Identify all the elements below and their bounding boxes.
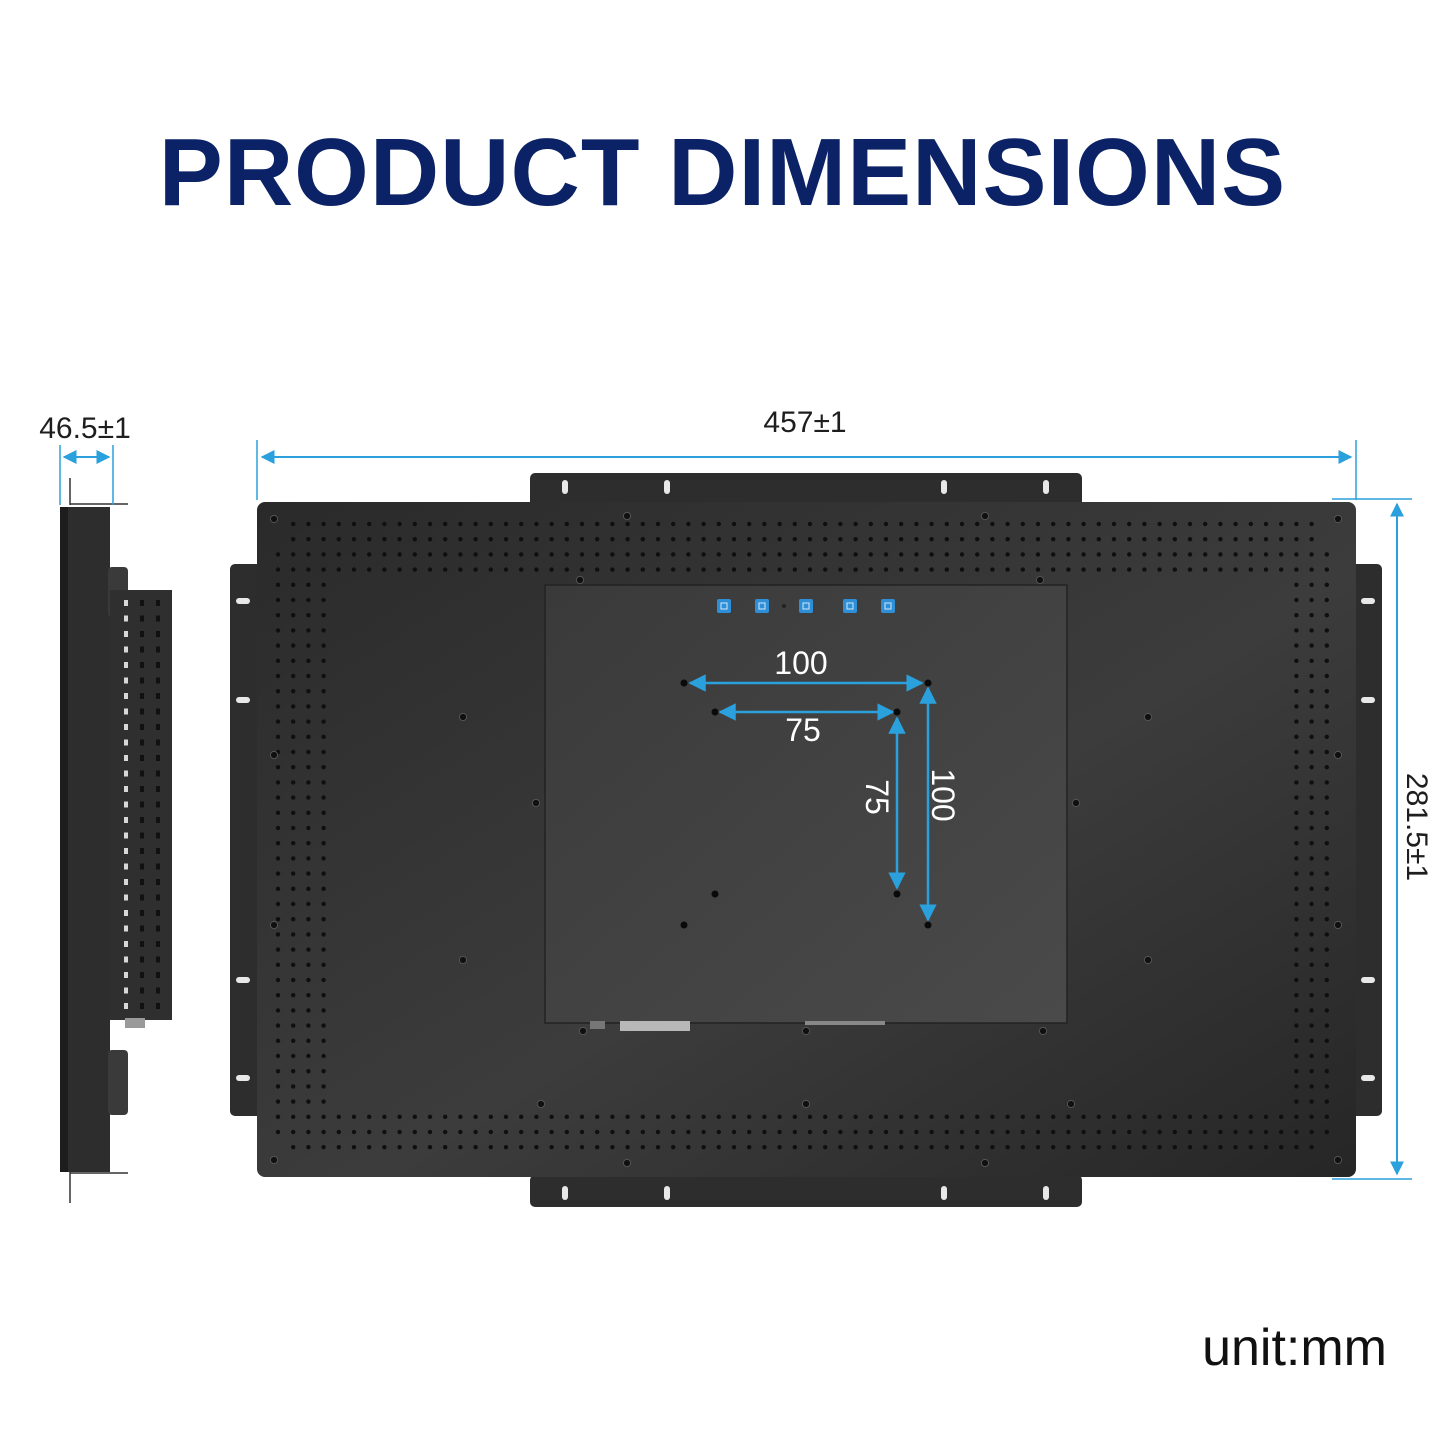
screws: [269, 511, 1343, 1168]
side-vent-holes: [124, 600, 160, 1009]
unit-label: unit:mm: [1202, 1319, 1387, 1377]
overall-dimensions: 457±1 46.5±1 281.5±1: [39, 406, 1433, 1180]
vesa-h-outer-label: 100: [774, 645, 827, 681]
auto-icon[interactable]: [881, 599, 895, 613]
width-label: 457±1: [763, 406, 846, 439]
rear-view: [230, 473, 1382, 1207]
vesa-v-inner-label: 75: [859, 779, 895, 815]
vesa-h-inner-label: 75: [785, 712, 821, 748]
side-view: [60, 478, 172, 1203]
vesa-dimensions: 100 75 75 100: [680, 645, 961, 929]
control-buttons: [717, 599, 895, 613]
power-icon[interactable]: [799, 599, 813, 613]
menu-icon[interactable]: [717, 599, 731, 613]
bottom-bracket: [530, 1175, 1082, 1207]
height-label: 281.5±1: [1400, 773, 1433, 881]
vent-holes: [275, 521, 1330, 1150]
vesa-v-outer-label: 100: [925, 768, 961, 821]
plus-icon[interactable]: [755, 599, 769, 613]
minus-icon[interactable]: [843, 599, 857, 613]
vga-connector: [620, 1021, 690, 1031]
depth-label: 46.5±1: [39, 412, 131, 445]
page-title: PRODUCT DIMENSIONS: [158, 119, 1287, 226]
rear-housing: [544, 584, 1068, 1024]
